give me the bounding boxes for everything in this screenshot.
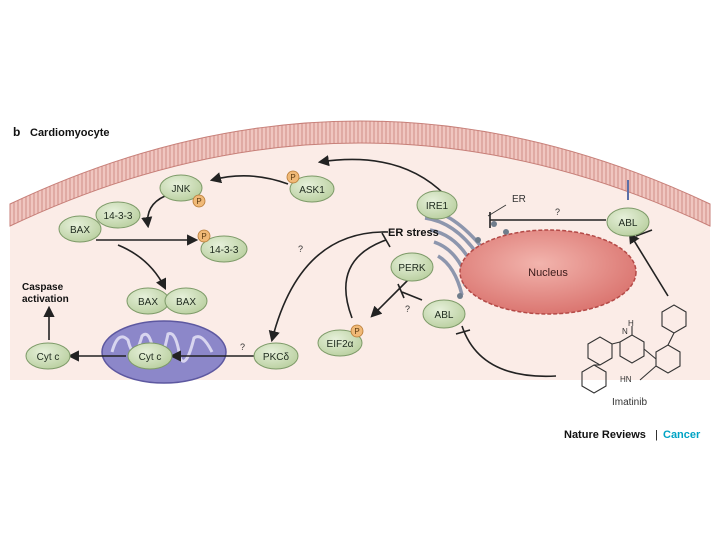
nucleus [459,229,637,315]
node-cytc-mito-label: Cyt c [139,352,162,363]
node-bax-dimer-b-label: BAX [176,297,196,308]
inhibition-lines [345,212,653,335]
svg-text:P: P [354,327,359,336]
svg-text:P: P [290,173,295,182]
phospho-14-3-3: P [197,229,211,243]
node-bax-dimer-a: BAX [126,287,170,315]
node-bax-dimer-a-label: BAX [138,297,158,308]
imatinib-structure [581,304,687,394]
node-ire1: IRE1 [416,190,458,220]
node-bax-14-3-3: 14-3-3 [95,201,141,229]
unknown-mark-abl-ire1: ? [555,207,560,217]
node-pkcd-label: PKCδ [263,352,290,363]
cell-membrane [9,120,711,227]
node-eif2a: EIF2α [317,329,363,357]
node-abl-top-label: ABL [619,218,638,229]
node-jnk: JNK [159,174,203,202]
phospho-jnk: P [192,194,206,208]
panel-letter: b [13,125,20,139]
nucleus-label: Nucleus [528,267,568,279]
node-jnk-label: JNK [172,184,191,195]
unknown-mark-er-stress-jnk: ? [298,244,303,254]
node-eif2a-label: EIF2α [327,339,354,350]
node-free-14-3-3: 14-3-3 [200,235,248,263]
node-bax-left: BAX [58,215,102,243]
caspase-label-line2: activation [22,294,69,305]
phospho-ask1: P [286,170,300,184]
phospho-eif2a: P [350,324,364,338]
node-ask1-label: ASK1 [299,185,325,196]
panel-title: Cardiomyocyte [30,127,109,139]
credit-journal: Nature Reviews [564,429,646,441]
svg-text:P: P [201,232,206,241]
node-abl-lower-label: ABL [435,310,454,321]
node-pkcd: PKCδ [253,342,299,370]
node-perk-label: PERK [398,263,426,274]
imatinib-label: Imatinib [612,397,647,408]
node-abl-top: ABL [606,180,650,237]
imatinib-atom-hn: HN [620,375,632,384]
credit-separator: | [655,429,658,441]
node-perk: PERK [390,252,434,282]
er-stress-label: ER stress [388,227,439,239]
imatinib-atom-h: H [628,319,634,328]
node-cytc-free: Cyt c [25,342,71,370]
svg-text:P: P [196,197,201,206]
imatinib-atom-n: N [622,327,628,336]
node-bax-left-label: BAX [70,225,90,236]
node-bax-dimer-b: BAX [164,287,208,315]
node-ire1-label: IRE1 [426,201,449,212]
unknown-mark-abl-perk: ? [405,304,410,314]
pathway-arrows [43,155,669,378]
node-cytc-mito: Cyt c [127,342,173,370]
caspase-label-line1: Caspase [22,282,64,293]
credit-section: Cancer [663,429,701,441]
node-bax-14-3-3-label: 14-3-3 [104,211,133,222]
node-cytc-free-label: Cyt c [37,352,60,363]
node-free-14-3-3-label: 14-3-3 [210,245,239,256]
node-ask1: ASK1 [289,175,335,203]
node-abl-lower: ABL [422,299,466,329]
er-label: ER [512,194,526,205]
unknown-mark-pkcd-cytc: ? [240,342,245,352]
